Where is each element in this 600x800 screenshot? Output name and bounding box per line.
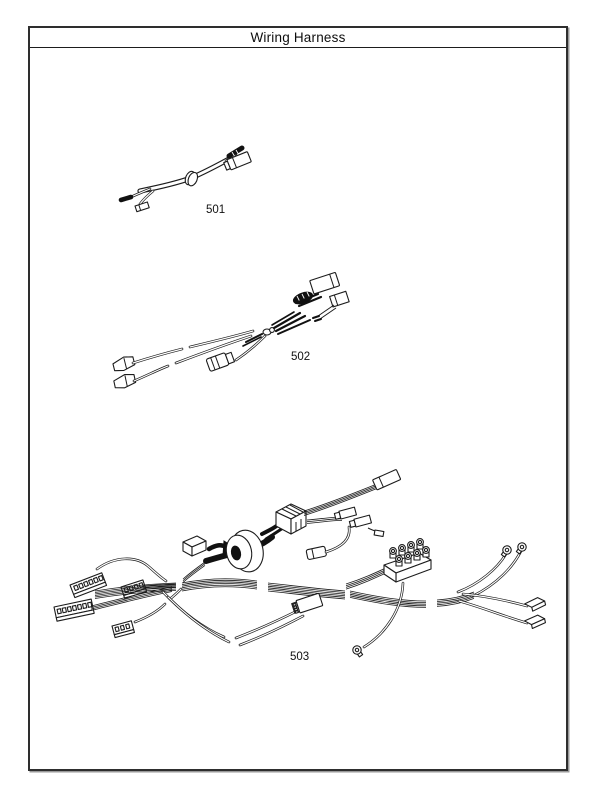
small-connector xyxy=(329,290,350,308)
taped-bundle xyxy=(292,291,323,308)
black-tip xyxy=(226,145,245,159)
push-connector xyxy=(182,535,207,557)
terminal-block xyxy=(383,538,432,583)
flat-terminal xyxy=(112,356,136,372)
ring-terminal xyxy=(500,545,512,558)
small-connector xyxy=(305,545,327,560)
large-connector xyxy=(309,272,340,295)
flat-terminal xyxy=(524,597,547,612)
box-connector xyxy=(223,151,252,171)
cable-ring xyxy=(184,170,199,187)
bullet-terminal xyxy=(118,194,134,203)
ring-terminal xyxy=(352,645,364,658)
firewall-grommet xyxy=(225,529,264,573)
diagram-frame: Wiring Harness xyxy=(28,26,568,771)
multipin-connector-3 xyxy=(111,620,135,639)
flat-terminal xyxy=(113,373,137,389)
ring-terminal xyxy=(515,542,527,555)
inline-connector xyxy=(372,469,401,491)
part-label-502: 502 xyxy=(291,351,311,363)
multipin-connector-7 xyxy=(53,598,95,622)
center-junction xyxy=(242,311,311,347)
harness-502-figure xyxy=(112,272,350,389)
spade-connector xyxy=(134,201,150,213)
center-plug xyxy=(205,351,236,372)
flat-terminal xyxy=(524,614,546,630)
spade-terminal xyxy=(373,529,385,538)
bottom-connector xyxy=(291,592,324,614)
terminal-posts xyxy=(389,538,430,567)
small-connector xyxy=(348,514,373,528)
page-title: Wiring Harness xyxy=(250,30,346,45)
title-bar: Wiring Harness xyxy=(30,28,566,48)
harness-503-figure xyxy=(53,469,547,658)
connector-block xyxy=(260,503,307,541)
multipin-connector-6 xyxy=(69,572,108,599)
small-connector xyxy=(333,506,358,520)
harness-501-figure xyxy=(118,145,252,213)
part-label-501: 501 xyxy=(206,204,226,216)
part-label-503: 503 xyxy=(290,651,310,663)
